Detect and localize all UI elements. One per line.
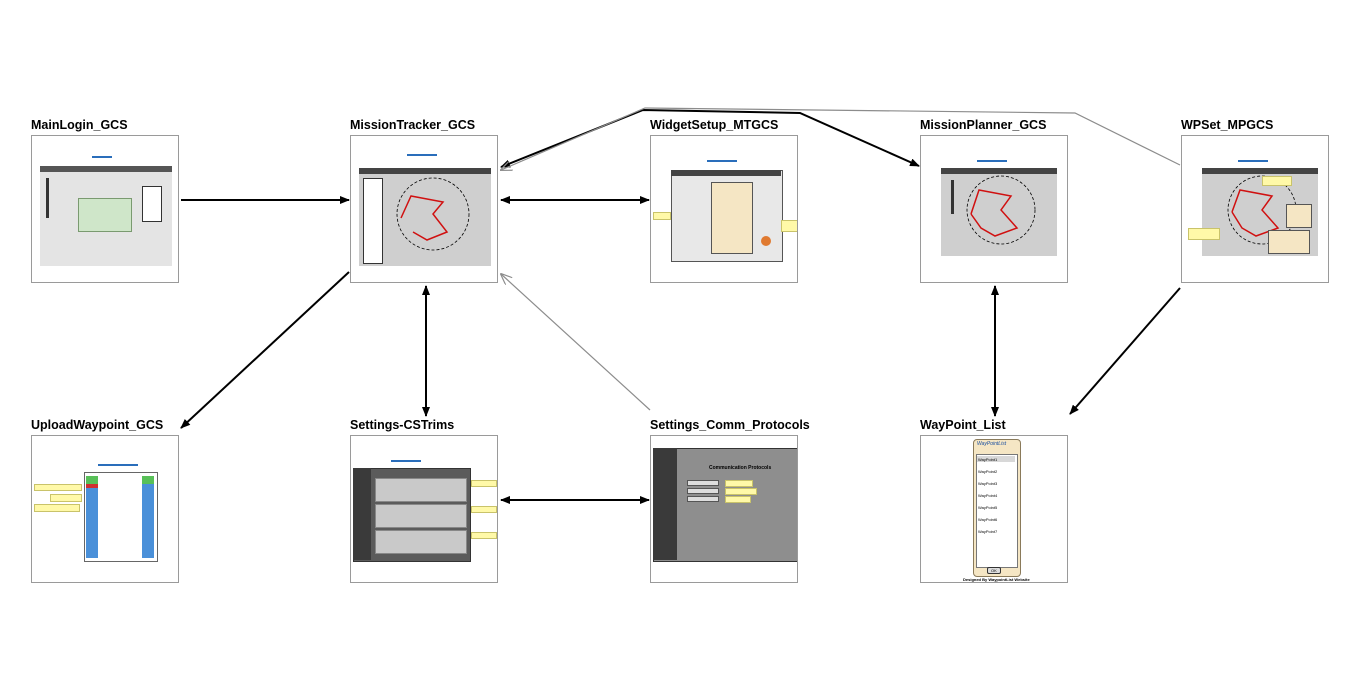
route-map (966, 175, 1036, 245)
zoom-slider (951, 180, 954, 214)
screen-thumbnail[interactable] (920, 135, 1068, 283)
note-sticky (781, 220, 797, 232)
heading-line (98, 464, 138, 466)
note-sticky (725, 496, 751, 503)
toolbar (941, 168, 1057, 174)
heading-line (407, 154, 437, 156)
list-item[interactable]: WayPoint1 (978, 457, 998, 462)
list-item[interactable]: WayPoint2 (978, 469, 998, 474)
note-sticky (471, 532, 497, 539)
node-title: MissionTracker_GCS (350, 118, 476, 132)
list-item[interactable]: WayPoint3 (978, 481, 998, 486)
heading-line (391, 460, 421, 462)
footer-credit: Designed By WaypointList Website (963, 577, 1030, 582)
heading-line (92, 156, 112, 158)
note-sticky (1188, 228, 1220, 240)
toolbar (40, 166, 172, 172)
screen-thumbnail[interactable] (350, 135, 498, 283)
widget-panel (711, 182, 753, 254)
protocol-field (687, 480, 719, 486)
comm-heading: Communication Protocols (709, 465, 772, 471)
note-sticky (725, 480, 753, 487)
gauge-icon (761, 236, 771, 246)
arrow-commprotocols-missiontracker (501, 274, 651, 411)
selected-row (977, 456, 1015, 462)
node-title: Settings-CSTrims (350, 418, 455, 432)
waypoint-listbox (976, 454, 1018, 568)
table-cell (86, 476, 98, 484)
waypoint-dialog (1286, 204, 1312, 228)
ok-button[interactable]: OK (987, 567, 1001, 574)
settings-sidebar (653, 448, 677, 560)
trim-group (375, 530, 467, 554)
note-sticky (471, 480, 497, 487)
toolbar (1202, 168, 1318, 174)
arrow-missiontracker-uploadwaypoint (180, 271, 350, 429)
screen-thumbnail[interactable] (31, 435, 179, 583)
route-map (396, 177, 470, 251)
arrow-wpset-waypointlist (1069, 287, 1181, 415)
settings-sidebar (353, 468, 371, 560)
toolbar (671, 170, 781, 176)
heading-line (1238, 160, 1268, 162)
map-area (941, 174, 1057, 256)
trim-group (375, 478, 467, 502)
heading-line (707, 160, 737, 162)
screen-thumbnail[interactable]: Communication Protocols (650, 435, 798, 583)
screen-thumbnail[interactable] (350, 435, 498, 583)
list-item[interactable]: WayPoint6 (978, 517, 998, 522)
note-sticky (1262, 176, 1292, 186)
node-title: Settings_Comm_Protocols (650, 418, 810, 432)
protocol-field (687, 488, 719, 494)
list-heading: WayPointList (977, 441, 1007, 447)
screen-thumbnail[interactable] (1181, 135, 1329, 283)
zoom-slider (46, 178, 49, 218)
note-sticky (50, 494, 82, 502)
node-title: UploadWaypoint_GCS (31, 418, 164, 432)
heading-line (977, 160, 1007, 162)
screen-thumbnail[interactable]: WayPointList WayPoint1 WayPoint2 WayPoin… (920, 435, 1068, 583)
screen-thumbnail[interactable] (31, 135, 179, 283)
arrow-wpset-missiontracker (501, 107, 1181, 170)
note-sticky (34, 484, 82, 491)
note-sticky (725, 488, 757, 495)
node-title: MainLogin_GCS (31, 118, 128, 132)
note-sticky (34, 504, 80, 512)
table-column (142, 482, 154, 558)
settings-window (653, 448, 797, 562)
node-title: WayPoint_List (920, 418, 1006, 432)
node-title: WidgetSetup_MTGCS (650, 118, 779, 132)
waypoint-dialog (1268, 230, 1310, 254)
toolbar (359, 168, 491, 174)
table-cell (142, 476, 154, 484)
side-panel (142, 186, 162, 222)
list-item[interactable]: WayPoint5 (978, 505, 998, 510)
login-dialog (78, 198, 132, 232)
table-column (86, 482, 98, 558)
table-cell (86, 484, 98, 488)
arrow-missiontracker-missionplanner (500, 108, 920, 168)
left-panel (363, 178, 383, 264)
screen-thumbnail[interactable] (650, 135, 798, 283)
node-title: WPSet_MPGCS (1181, 118, 1274, 132)
list-item[interactable]: WayPoint4 (978, 493, 998, 498)
note-sticky (471, 506, 497, 513)
node-title: MissionPlanner_GCS (920, 118, 1047, 132)
protocol-field (687, 496, 719, 502)
note-sticky (653, 212, 671, 220)
trim-group (375, 504, 467, 528)
list-item[interactable]: WayPoint7 (978, 529, 998, 534)
